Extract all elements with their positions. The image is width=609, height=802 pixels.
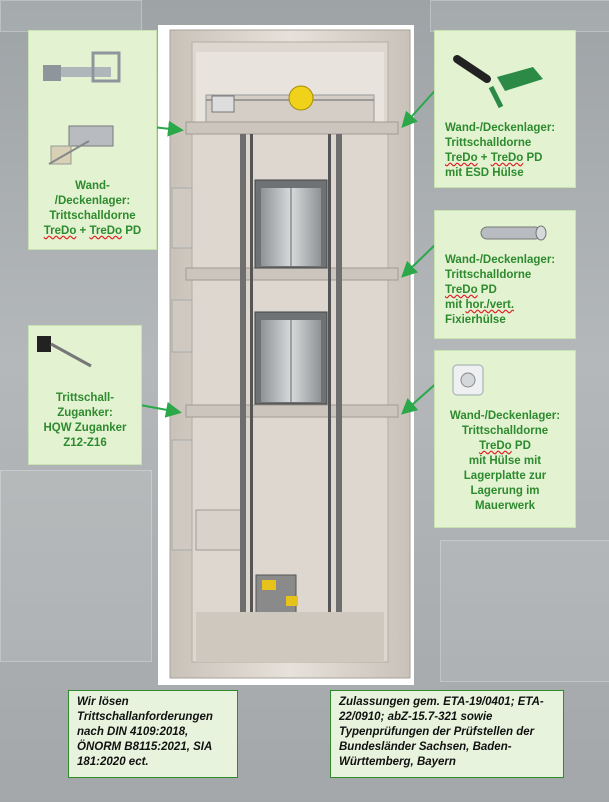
slab <box>185 121 399 135</box>
dowel-icon <box>453 55 543 109</box>
note-line: Wir lösen <box>77 696 129 708</box>
bg-tile <box>0 0 142 32</box>
ledge <box>195 509 245 551</box>
panel-line: TreDo + TreDo PD <box>445 152 543 164</box>
panel-line: TreDo PD <box>479 440 531 452</box>
panel-line: Trittschalldorne <box>445 269 532 281</box>
note-line: Typenprüfungen der Prüfstellen der <box>339 726 535 738</box>
panel-line: TreDo + TreDo PD <box>43 225 142 237</box>
panel-top-left: Wand- /Deckenlager: Trittschalldorne Tre… <box>28 30 157 250</box>
arrow <box>139 401 182 418</box>
panel-line: Trittschalldorne <box>445 137 532 149</box>
panel-line: Z12-Z16 <box>63 437 107 449</box>
panel-mid-left: Trittschall- Zuganker: HQW Zuganker Z12-… <box>28 325 142 465</box>
panel-line: Mauerwerk <box>474 500 536 512</box>
panel-line: Trittschall- <box>55 392 115 404</box>
panel-line: Lagerung im <box>470 485 540 497</box>
panel-line: Wand-/Deckenlager: <box>445 254 556 266</box>
bg-tile <box>440 540 609 682</box>
panel-line: mit Hülse mit <box>468 455 542 467</box>
slab <box>185 267 399 281</box>
panel-line: Wand-/Deckenlager: <box>449 410 561 422</box>
panel-line: HQW Zuganker <box>43 422 127 434</box>
note-standards: Wir lösen Trittschallanforderungen nach … <box>68 690 238 778</box>
panel-line: Wand- <box>75 180 110 192</box>
motor-box-icon <box>211 95 235 113</box>
panel-line: mit hor./vert. <box>445 299 515 311</box>
note-line: Trittschallanforderungen <box>77 711 213 723</box>
panel-line: Trittschalldorne <box>49 210 136 222</box>
panel-low-right: Wand-/Deckenlager: Trittschalldorne TreD… <box>434 350 576 528</box>
note-line: Württemberg, Bayern <box>339 756 456 768</box>
panel-line: TreDo PD <box>445 284 497 296</box>
panel-line: Wand-/Deckenlager: <box>445 122 556 134</box>
note-line: nach DIN 4109:2018, <box>77 726 189 738</box>
anchor-icon <box>37 336 92 368</box>
panel-line: mit ESD Hülse <box>445 167 524 179</box>
elevator-motor-icon <box>288 85 314 111</box>
bg-tile <box>0 470 152 662</box>
cap-icon <box>452 364 484 396</box>
bg-tile <box>430 0 609 32</box>
note-line: 181:2020 ect. <box>77 756 149 768</box>
tube-icon <box>480 225 547 241</box>
panel-line: Lagerplatte zur <box>463 470 547 482</box>
panel-line: /Deckenlager: <box>54 195 131 207</box>
note-line: ÖNORM B8115:2021, SIA <box>77 741 213 753</box>
panel-top-right: Wand-/Deckenlager: Trittschalldorne TreD… <box>434 30 576 188</box>
note-line: 22/0910; abZ-15.7-321 sowie <box>339 711 493 723</box>
note-line: Zulassungen gem. ETA-19/0401; ETA- <box>339 696 544 708</box>
panel-line: Fixierhülse <box>445 314 506 326</box>
panel-line: Trittschalldorne <box>461 425 549 437</box>
slab <box>185 404 399 418</box>
bracket-icon <box>43 51 121 83</box>
panel-line: Zuganker: <box>57 407 113 419</box>
note-line: Bundesländer Sachsen, Baden- <box>339 741 512 753</box>
sleeve-icon <box>48 125 114 165</box>
note-approvals: Zulassungen gem. ETA-19/0401; ETA- 22/09… <box>330 690 564 778</box>
panel-mid-right: Wand-/Deckenlager: Trittschalldorne TreD… <box>434 210 576 339</box>
